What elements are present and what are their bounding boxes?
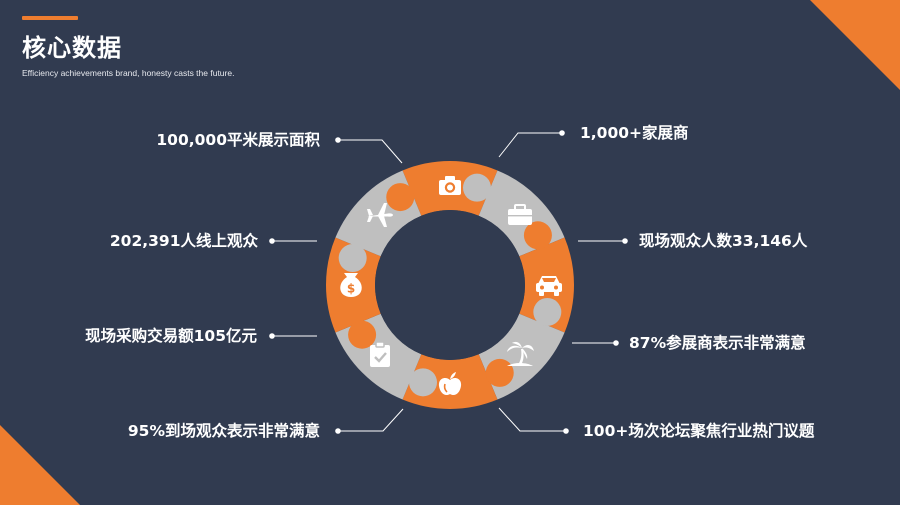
puzzle-knob	[409, 368, 438, 397]
label-onsite-audience: 现场观众人数33,146人	[639, 232, 808, 250]
label-exhibition-area: 100,000平米展示面积	[156, 131, 320, 149]
corner-decoration-bottom-left	[0, 425, 80, 505]
label-exhibitor-satisfaction: 87%参展商表示非常满意	[629, 334, 806, 352]
title-accent-bar	[22, 16, 78, 20]
connector-dots	[269, 130, 628, 434]
label-trade-volume: 现场采购交易额105亿元	[85, 327, 257, 345]
svg-text:$: $	[347, 282, 355, 296]
camera-icon	[439, 176, 461, 195]
briefcase-icon	[508, 204, 532, 225]
puzzle-knob	[338, 244, 367, 273]
connector-forums	[498, 407, 566, 432]
connector-visitor-satisfaction	[338, 408, 404, 432]
corner-decoration-top-right	[810, 0, 900, 90]
connector-lines	[272, 132, 625, 432]
puzzle-knob	[386, 183, 415, 212]
dot-onsite	[622, 238, 628, 244]
ring-center	[375, 210, 525, 360]
connector-exhibitors	[498, 132, 562, 158]
dot-forums	[563, 428, 569, 434]
dot-area	[335, 137, 341, 143]
dot-exhibitors	[559, 130, 565, 136]
puzzle-knob	[533, 297, 562, 326]
clipboard-check-icon	[370, 341, 390, 367]
page-subtitle: Efficiency achievements brand, honesty c…	[22, 68, 235, 78]
page-title: 核心数据	[22, 34, 122, 62]
dot-online	[269, 238, 275, 244]
palm-tree-icon	[507, 341, 534, 366]
puzzle-knob	[485, 358, 514, 387]
puzzle-knob	[462, 173, 491, 202]
dot-exhibitor-satisfaction	[613, 340, 619, 346]
connector-area	[338, 139, 403, 164]
label-visitor-satisfaction: 95%到场观众表示非常满意	[127, 422, 320, 440]
label-exhibitors: 1,000+家展商	[580, 124, 689, 142]
apple-icon	[438, 372, 462, 396]
label-online-audience: 202,391人线上观众	[109, 232, 258, 250]
puzzle-knob	[348, 320, 377, 349]
money-bag-icon: $	[340, 273, 362, 297]
ring-icons: $	[340, 176, 562, 396]
dot-visitor-satisfaction	[335, 428, 341, 434]
car-icon	[536, 276, 562, 296]
puzzle-knob	[523, 221, 552, 250]
dot-trade	[269, 333, 275, 339]
airplane-icon	[367, 203, 393, 227]
label-forums: 100+场次论坛聚焦行业热门议题	[583, 422, 815, 440]
